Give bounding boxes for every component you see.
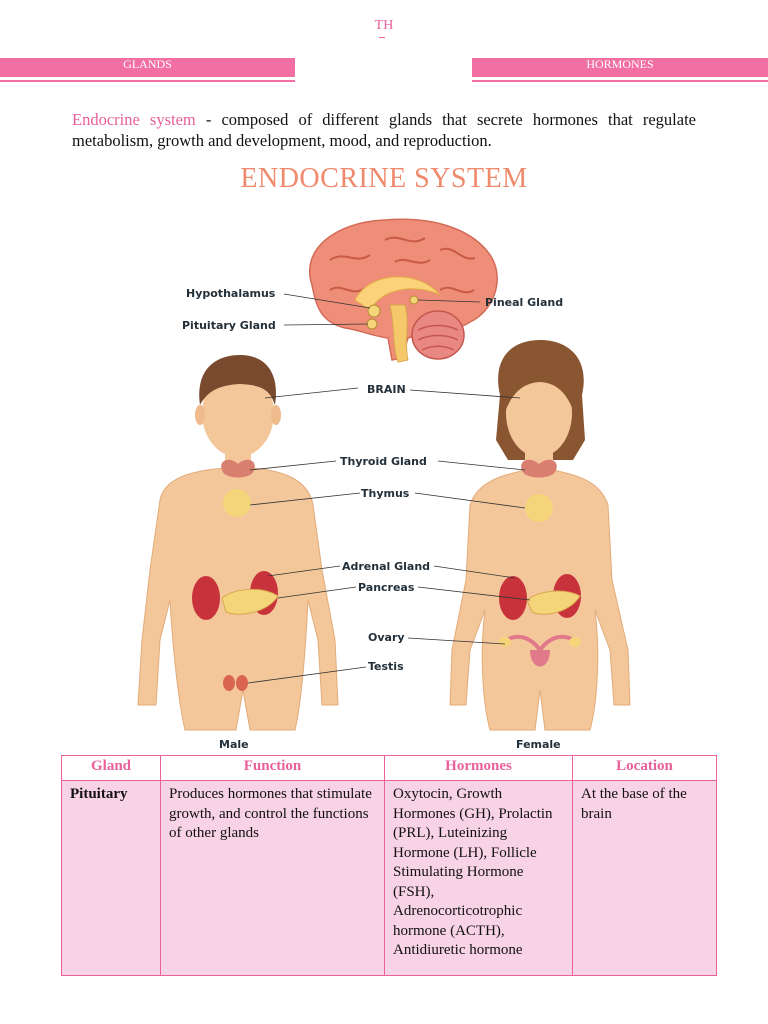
- label-pituitary: Pituitary Gland: [182, 319, 276, 332]
- table-header-row: Gland Function Hormones Location: [61, 755, 717, 781]
- label-pineal: Pineal Gland: [485, 296, 563, 309]
- label-thymus: Thymus: [361, 487, 410, 500]
- header-dash: [379, 37, 385, 38]
- intro-paragraph: Endocrine system - composed of different…: [72, 109, 696, 151]
- header-gland: Gland: [61, 755, 161, 781]
- header-location: Location: [572, 755, 717, 781]
- table-row: Pituitary Produces hormones that stimula…: [61, 780, 717, 976]
- header-title-fragment: TH: [374, 18, 394, 33]
- label-testis: Testis: [368, 660, 404, 673]
- cell-function: Produces hormones that stimulate growth,…: [160, 780, 385, 976]
- cell-gland: Pituitary: [61, 780, 161, 976]
- endocrine-diagram: Hypothalamus Pituitary Gland Pineal Glan…: [137, 218, 631, 751]
- header-hormones: Hormones: [384, 755, 573, 781]
- hormones-tab: HORMONES: [472, 58, 768, 82]
- label-female: Female: [516, 738, 561, 751]
- label-adrenal: Adrenal Gland: [342, 560, 430, 573]
- label-ovary: Ovary: [368, 631, 405, 644]
- glands-table: Gland Function Hormones Location Pituita…: [61, 755, 717, 976]
- label-pancreas: Pancreas: [358, 581, 415, 594]
- cell-location: At the base of the brain: [572, 780, 717, 976]
- male-figure: [137, 355, 339, 731]
- intro-term: Endocrine system: [72, 110, 196, 129]
- brain-illustration: [309, 218, 498, 363]
- label-thyroid: Thyroid Gland: [340, 455, 427, 468]
- label-hypothalamus: Hypothalamus: [186, 287, 276, 300]
- label-brain: BRAIN: [367, 383, 406, 396]
- cell-hormones: Oxytocin, Growth Hormones (GH), Prolacti…: [384, 780, 573, 976]
- female-figure: [449, 340, 631, 731]
- label-male: Male: [219, 738, 249, 751]
- glands-tab: GLANDS: [0, 58, 295, 82]
- page-heading: ENDOCRINE SYSTEM: [240, 163, 528, 194]
- leader-lines: [247, 293, 531, 684]
- header-function: Function: [160, 755, 385, 781]
- intro-definition: - composed of different glands that secr…: [72, 110, 696, 150]
